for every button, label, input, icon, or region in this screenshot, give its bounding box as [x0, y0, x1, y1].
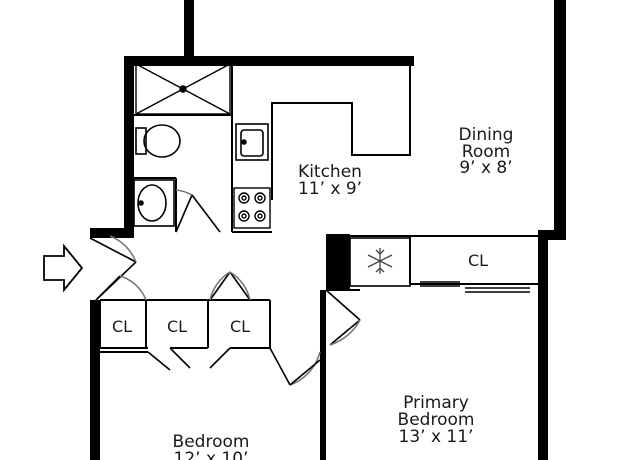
bedroom-size: 12’ x 10’	[174, 449, 249, 460]
toilet-icon	[135, 124, 181, 158]
kitchen-name: Kitchen	[298, 162, 362, 182]
primary-bedroom-size: 13’ x 11’	[399, 427, 474, 447]
closet-label-2: CL	[167, 317, 187, 336]
shower-icon	[135, 63, 231, 115]
kitchen-size: 11’ x 9’	[298, 179, 362, 199]
dining-room-name-line2: Room	[462, 142, 510, 162]
primary-bedroom-name-line1: Primary	[403, 393, 469, 413]
bedroom-name: Bedroom	[173, 432, 250, 452]
interior-partitions	[99, 62, 540, 353]
primary-bedroom-name-line2: Bedroom	[398, 410, 475, 430]
closet-label-1: CL	[112, 317, 132, 336]
closet-label-3: CL	[230, 317, 250, 336]
closet-label-right: CL	[468, 251, 488, 270]
door-swings	[89, 189, 530, 386]
dining-room-size: 9’ x 8’	[459, 158, 512, 178]
stove-icon	[233, 187, 271, 229]
sink-icon	[133, 179, 175, 227]
entry-arrow-icon	[43, 243, 84, 293]
exterior-walls	[90, 0, 566, 460]
snowflake-icon	[367, 248, 393, 274]
kitchen-sink-icon	[235, 123, 269, 161]
refrigerator	[326, 234, 411, 290]
dining-room-name-line1: Dining	[459, 125, 514, 145]
